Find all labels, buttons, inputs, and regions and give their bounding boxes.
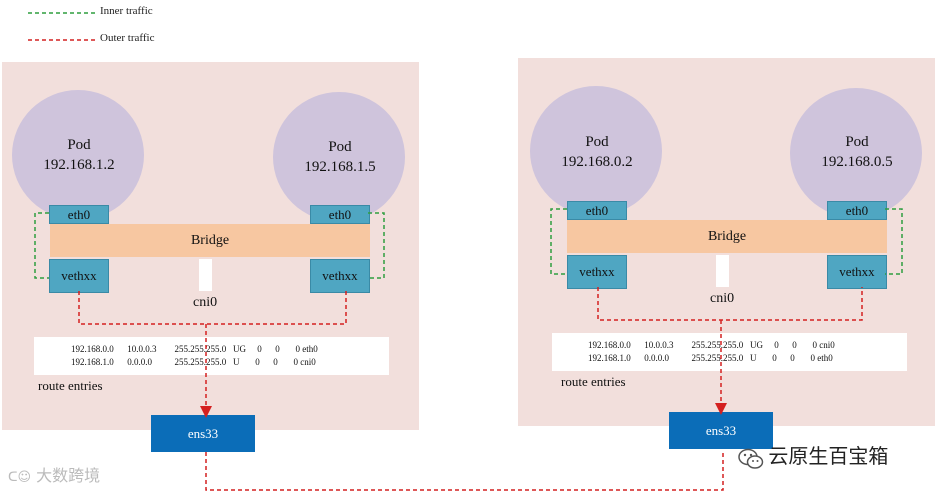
legend-outer-label: Outer traffic — [100, 32, 155, 44]
inner-traffic-path — [34, 212, 49, 279]
watermark-left-text: 大数跨境 — [36, 466, 101, 485]
pod-circle — [790, 88, 922, 218]
route-table — [34, 337, 389, 375]
ens33-nic: ens33 — [151, 415, 255, 452]
pod-title: Pod — [67, 137, 91, 153]
watermark-left: ᑕ☺ 大数跨境 — [8, 462, 100, 486]
pod-circle — [273, 92, 405, 222]
cni0-label: cni0 — [193, 295, 218, 310]
veth-interface: vethxx — [49, 259, 109, 293]
pod-ip: 192.168.0.2 — [561, 154, 633, 170]
cni0-port — [716, 255, 729, 287]
eth0-interface: eth0 — [310, 205, 370, 224]
pod-label: Pod 192.168.0.5 — [787, 132, 927, 172]
eth0-interface: eth0 — [567, 201, 627, 220]
pod-circle — [12, 90, 144, 220]
eth0-interface: eth0 — [827, 201, 887, 220]
pod-label: Pod 192.168.1.5 — [270, 137, 410, 177]
cni0-label: cni0 — [710, 291, 735, 306]
pod-title: Pod — [585, 134, 609, 150]
route-entry: 192.168.1.0 0.0.0.0 255.255.255.0 U 0 0 … — [588, 353, 833, 363]
inner-traffic-path — [550, 208, 567, 275]
outer-traffic-path — [597, 287, 863, 321]
watermark-right-text: 云原生百宝箱 — [768, 444, 889, 468]
inter-node-link — [205, 452, 724, 491]
bridge: Bridge — [567, 220, 887, 253]
watermark-right: 云原生百宝箱 — [738, 440, 888, 469]
ens33-nic: ens33 — [669, 412, 773, 449]
wechat-icon — [738, 448, 764, 469]
pod-title: Pod — [845, 134, 869, 150]
pod-label: Pod 192.168.0.2 — [527, 132, 667, 172]
cni0-port — [199, 259, 212, 291]
outer-traffic-path — [78, 291, 347, 325]
pod-title: Pod — [328, 139, 352, 155]
legend-inner-label: Inner traffic — [100, 5, 153, 17]
inner-traffic-path — [368, 212, 385, 279]
veth-interface: vethxx — [310, 259, 370, 293]
route-entries-label: route entries — [38, 378, 103, 393]
pod-circle — [530, 86, 662, 216]
watermark-logo-icon: ᑕ☺ — [8, 470, 32, 485]
veth-interface: vethxx — [827, 255, 887, 289]
veth-interface: vethxx — [567, 255, 627, 289]
inner-traffic-path — [885, 208, 903, 275]
route-entry: 192.168.0.0 10.0.0.3 255.255.255.0 UG 0 … — [71, 344, 318, 354]
pod-ip: 192.168.1.2 — [43, 157, 115, 173]
pod-ip: 192.168.0.5 — [821, 154, 893, 170]
eth0-interface: eth0 — [49, 205, 109, 224]
route-table — [552, 333, 907, 371]
route-entry: 192.168.1.0 0.0.0.0 255.255.255.0 U 0 0 … — [71, 357, 316, 367]
pod-ip: 192.168.1.5 — [304, 159, 376, 175]
pod-label: Pod 192.168.1.2 — [9, 135, 149, 175]
route-entry: 192.168.0.0 10.0.0.3 255.255.255.0 UG 0 … — [588, 340, 835, 350]
bridge: Bridge — [50, 224, 370, 257]
route-entries-label: route entries — [561, 374, 626, 389]
